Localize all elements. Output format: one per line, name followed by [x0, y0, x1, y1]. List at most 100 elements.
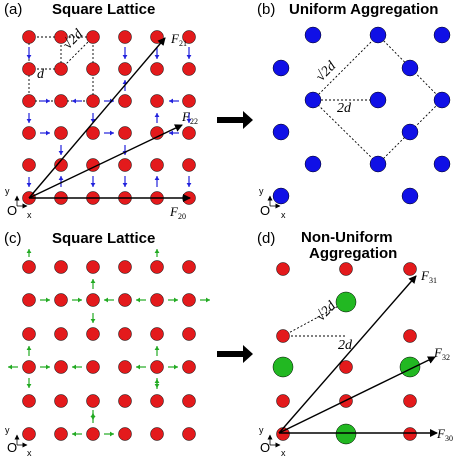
lattice-particle	[86, 126, 100, 140]
displacement-arrow-head	[122, 55, 128, 59]
displacement-arrow-head	[186, 119, 192, 123]
displacement-arrow-head	[26, 119, 32, 123]
force-vector-f31	[278, 275, 417, 434]
lattice-particle	[182, 394, 196, 408]
lattice-particle	[182, 327, 196, 341]
uniform-aggregate	[401, 59, 419, 77]
displacement-arrow-head	[122, 183, 128, 187]
displacement-arrow-green-head	[174, 364, 178, 370]
displacement-arrow-green-head	[46, 364, 50, 370]
displacement-arrow-green-head	[90, 319, 96, 323]
lattice-particle	[403, 262, 417, 276]
displacement-arrow-green-head	[8, 364, 12, 370]
lattice-particle	[118, 94, 132, 108]
lattice-particle	[54, 62, 68, 76]
displacement-arrow-head	[46, 98, 50, 104]
lattice-particle	[339, 360, 353, 374]
lattice-particle	[150, 293, 164, 307]
lattice-particle	[54, 260, 68, 274]
lattice-particle	[150, 394, 164, 408]
panel-b-title: Uniform Aggregation	[289, 1, 438, 18]
lattice-particle	[86, 94, 100, 108]
lattice-particle	[150, 360, 164, 374]
lattice-particle	[22, 427, 36, 441]
displacement-arrows-c	[8, 249, 210, 437]
uniform-aggregates	[272, 26, 451, 205]
lattice-particle	[118, 394, 132, 408]
displacement-arrow-head	[169, 98, 173, 104]
lattice-particle	[276, 329, 290, 343]
uniform-aggregate	[272, 187, 290, 205]
force-vector-f32	[278, 356, 436, 434]
transition-arrow-bottom	[217, 345, 253, 363]
lattice-particle	[150, 94, 164, 108]
displacement-arrow-green-head	[26, 384, 32, 388]
force-vectors	[28, 37, 191, 202]
force-label-f21: F21	[170, 31, 187, 48]
panel-a-title: Square Lattice	[52, 1, 155, 18]
lattice-particle	[54, 30, 68, 44]
svg-text:x: x	[27, 448, 32, 457]
lattice-particle	[86, 62, 100, 76]
displacement-arrow-green-head	[72, 431, 76, 437]
lattice-particles-c	[22, 260, 196, 441]
panel-c-title: Square Lattice	[52, 230, 155, 247]
displacement-arrow-head	[46, 130, 50, 136]
force-label-f30: F30	[436, 426, 453, 443]
displacement-arrow-green-head	[154, 249, 160, 253]
large-aggregate	[335, 291, 357, 313]
uniform-aggregate	[401, 123, 419, 141]
lattice-particle	[22, 293, 36, 307]
lattice-particle	[276, 394, 290, 408]
aggregate-guides	[312, 34, 443, 165]
lattice-particle	[403, 427, 417, 441]
displacement-arrows	[26, 47, 192, 187]
lattice-particle	[182, 427, 196, 441]
displacement-arrow-green-head	[90, 413, 96, 417]
lattice-particle	[86, 293, 100, 307]
panel-d-tag: (d)	[257, 230, 275, 247]
displacement-arrow-head	[90, 183, 96, 187]
force-label-f32: F32	[433, 345, 450, 362]
origin-axes-d: y x O	[259, 425, 286, 457]
svg-text:y: y	[5, 425, 10, 435]
lattice-particle	[403, 394, 417, 408]
lattice-particle	[182, 94, 196, 108]
uniform-aggregate	[304, 26, 322, 44]
force-vector-f21	[28, 37, 166, 199]
displacement-arrow-green-head	[72, 364, 76, 370]
displacement-arrow-head	[26, 55, 32, 59]
svg-text:x: x	[281, 448, 286, 457]
displacement-arrow-green-head	[174, 297, 178, 303]
uniform-aggregate	[369, 26, 387, 44]
lattice-particle	[86, 30, 100, 44]
lattice-particle	[86, 394, 100, 408]
panel-d-title-line1: Non-Uniform	[301, 229, 393, 246]
uniform-aggregate	[401, 187, 419, 205]
uniform-aggregate	[433, 26, 451, 44]
displacement-arrow-head	[169, 130, 173, 136]
large-aggregate	[399, 356, 421, 378]
lattice-particle	[118, 30, 132, 44]
lattice-particle	[118, 360, 132, 374]
origin-axes: y x O	[5, 186, 32, 220]
lattice-particle	[182, 293, 196, 307]
displacement-arrow-green-head	[154, 379, 160, 383]
svg-text:O: O	[7, 440, 17, 455]
lattice-particle	[118, 62, 132, 76]
force-vector-f22	[28, 124, 183, 199]
displacement-arrow-head	[186, 183, 192, 187]
large-aggregate	[272, 356, 294, 378]
displacement-arrow-head	[58, 176, 64, 180]
uniform-aggregate	[304, 155, 322, 173]
aggregate-guides-d	[282, 301, 347, 337]
displacement-arrow-green-head	[110, 431, 114, 437]
lattice-particle	[182, 126, 196, 140]
displacement-arrow-green-head	[26, 249, 32, 253]
lattice-particle	[54, 94, 68, 108]
lattice-particle	[54, 394, 68, 408]
lattice-particle	[22, 394, 36, 408]
displacement-arrow-head	[58, 151, 64, 155]
panel-d: (d) Non-Uniform Aggregation F31 F32 F30 …	[257, 229, 453, 457]
